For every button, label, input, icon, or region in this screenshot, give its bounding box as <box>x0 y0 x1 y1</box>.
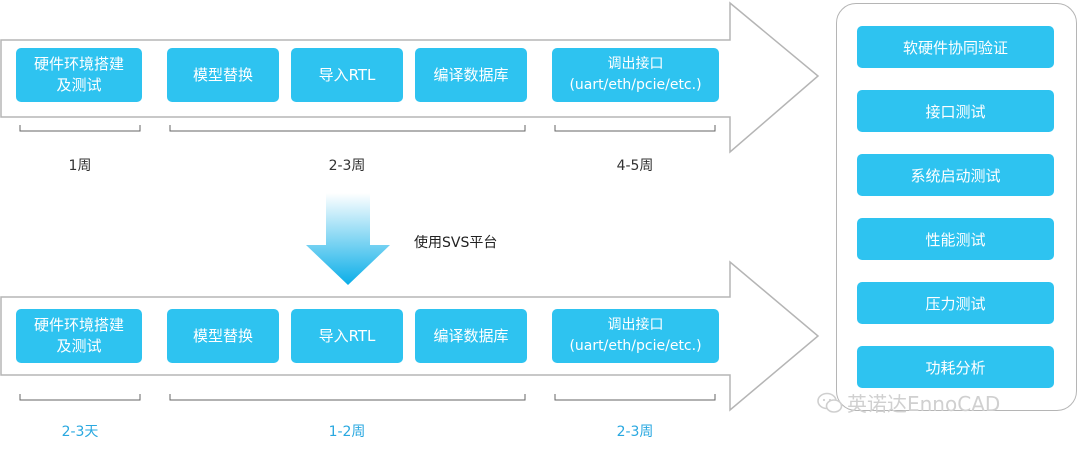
top-step-hw-setup: 硬件环境搭建 及测试 <box>16 48 142 102</box>
bottom-duration-3: 2-3周 <box>616 424 654 440</box>
panel-item-boot-test: 系统启动测试 <box>857 154 1054 196</box>
bottom-step-import-rtl: 导入RTL <box>291 309 403 363</box>
bottom-flow-arrow <box>0 260 820 412</box>
transition-label: 使用SVS平台 <box>414 235 498 251</box>
wechat-icon <box>817 392 843 413</box>
watermark: 英诺达EnnoCAD <box>817 388 1000 417</box>
top-duration-1: 1周 <box>68 158 92 174</box>
top-step-compile-db: 编译数据库 <box>415 48 527 102</box>
top-step-model-replace: 模型替换 <box>167 48 279 102</box>
bottom-step-hw-setup: 硬件环境搭建 及测试 <box>16 309 142 363</box>
test-items-panel <box>836 3 1077 411</box>
bottom-step-interface: 调出接口 (uart/eth/pcie/etc.) <box>552 309 719 363</box>
bottom-duration-2: 1-2周 <box>328 424 366 440</box>
panel-item-perf-test: 性能测试 <box>857 218 1054 260</box>
top-duration-2: 2-3周 <box>328 158 366 174</box>
top-duration-3: 4-5周 <box>616 158 654 174</box>
top-brackets <box>19 125 716 132</box>
bottom-brackets <box>19 394 716 401</box>
panel-item-power-analysis: 功耗分析 <box>857 346 1054 388</box>
top-step-import-rtl: 导入RTL <box>291 48 403 102</box>
panel-item-interface-test: 接口测试 <box>857 90 1054 132</box>
top-step-interface: 调出接口 (uart/eth/pcie/etc.) <box>552 48 719 102</box>
top-flow-arrow <box>0 1 820 154</box>
bottom-duration-1: 2-3天 <box>61 424 99 440</box>
panel-item-stress-test: 压力测试 <box>857 282 1054 324</box>
watermark-text: 英诺达EnnoCAD <box>847 392 1001 416</box>
down-arrow <box>306 193 390 285</box>
bottom-step-model-replace: 模型替换 <box>167 309 279 363</box>
bottom-step-compile-db: 编译数据库 <box>415 309 527 363</box>
panel-item-cosim: 软硬件协同验证 <box>857 26 1054 68</box>
